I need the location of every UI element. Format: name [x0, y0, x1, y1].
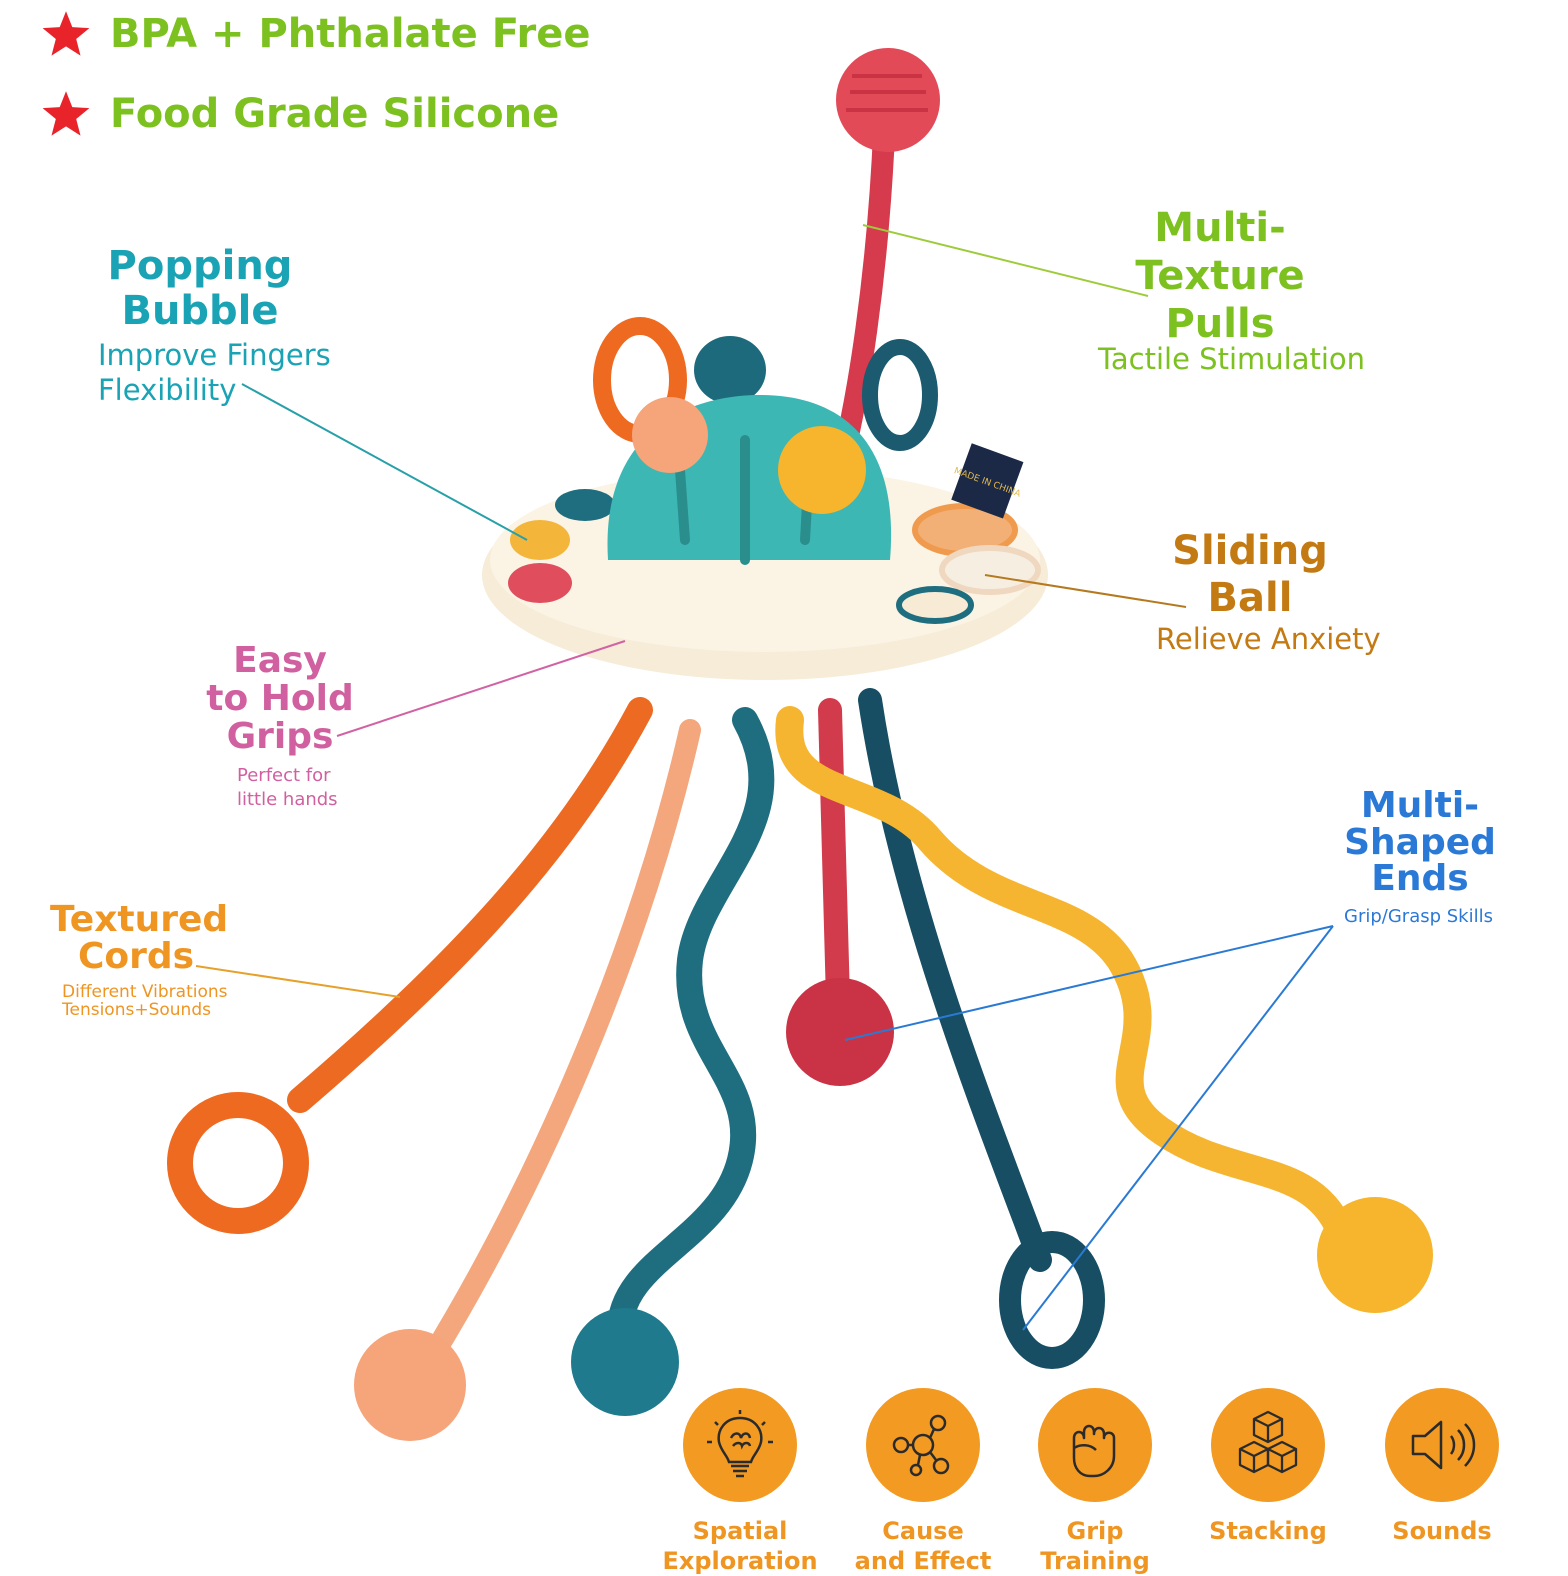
red-pull-end [836, 48, 940, 152]
textured-cords-subtitle: Different Vibrations Tensions+Sounds [62, 982, 228, 1020]
feature-label-line2: Exploration [662, 1547, 818, 1575]
feature-label: Spatial [692, 1517, 788, 1545]
feature-icon-circle [1038, 1388, 1152, 1502]
dark-teal-cord [858, 688, 1052, 1272]
red-center-cord [818, 698, 850, 1012]
star-icon [42, 11, 90, 56]
made-in-china-tag [951, 443, 1024, 519]
multi-shaped-ends-title: Multi- Shaped Ends [1344, 785, 1496, 900]
red-center-end [786, 978, 894, 1086]
peach-cord [419, 719, 701, 1371]
yellow-ball-end [1317, 1197, 1433, 1313]
peach-ball-end [354, 1329, 466, 1441]
feature-grip-training: Grip Training [1015, 1388, 1175, 1576]
orange-cord [287, 697, 653, 1113]
easy-grips-subtitle: Perfect for little hands [237, 765, 338, 811]
feature-label: Stacking [1209, 1517, 1327, 1545]
feature-label: Grip [1066, 1517, 1124, 1545]
lightbulb-brain-icon [707, 1410, 773, 1478]
feature-spatial-exploration: Spatial Exploration [660, 1388, 820, 1576]
feature-icon-circle [1211, 1388, 1325, 1502]
teal-wavy-cord [607, 707, 775, 1343]
molecule-icon [892, 1414, 950, 1477]
teal-ring-top [862, 339, 938, 451]
fist-icon [1072, 1424, 1116, 1478]
cubes-icon [1238, 1410, 1298, 1474]
feature-icon-circle [683, 1388, 797, 1502]
easy-grips-title: Easy to Hold Grips [206, 640, 354, 757]
popping-bubble-subtitle: Improve Fingers Flexibility [98, 338, 331, 407]
feature-icon-circle [1385, 1388, 1499, 1502]
badge-text: Food Grade Silicone [110, 91, 560, 137]
feature-stacking: Stacking [1188, 1388, 1348, 1546]
feature-icon-circle [866, 1388, 980, 1502]
feature-label-line2: Training [1040, 1547, 1150, 1575]
yellow-wavy-cord [775, 706, 1354, 1244]
sliding-ball-title: Sliding Ball [1172, 528, 1328, 622]
speaker-icon [1411, 1420, 1476, 1470]
feature-label: Sounds [1392, 1517, 1492, 1545]
feature-cause-and-effect: Cause and Effect [843, 1388, 1003, 1576]
badge-text: BPA + Phthalate Free [110, 11, 591, 57]
star-icon [42, 91, 90, 136]
sliding-ball-subtitle: Relieve Anxiety [1156, 622, 1381, 656]
badge-food-grade: Food Grade Silicone [40, 88, 559, 140]
feature-label-line2: and Effect [854, 1547, 992, 1575]
feature-label: Cause [882, 1517, 964, 1545]
multi-texture-pulls-subtitle: Tactile Stimulation [1098, 342, 1366, 376]
textured-cords-title: Textured Cords [50, 899, 229, 977]
multi-shaped-ends-subtitle: Grip/Grasp Skills [1344, 906, 1493, 927]
popping-bubble-title: Popping Bubble [107, 243, 293, 334]
badge-bpa-free: BPA + Phthalate Free [40, 8, 590, 60]
orange-ring-end [167, 1092, 309, 1234]
teal-ball-end [571, 1308, 679, 1416]
feature-sounds: Sounds [1362, 1388, 1522, 1546]
dark-teal-ring-end [999, 1231, 1105, 1369]
multi-texture-pulls-title: Multi- Texture Pulls [1135, 205, 1305, 347]
